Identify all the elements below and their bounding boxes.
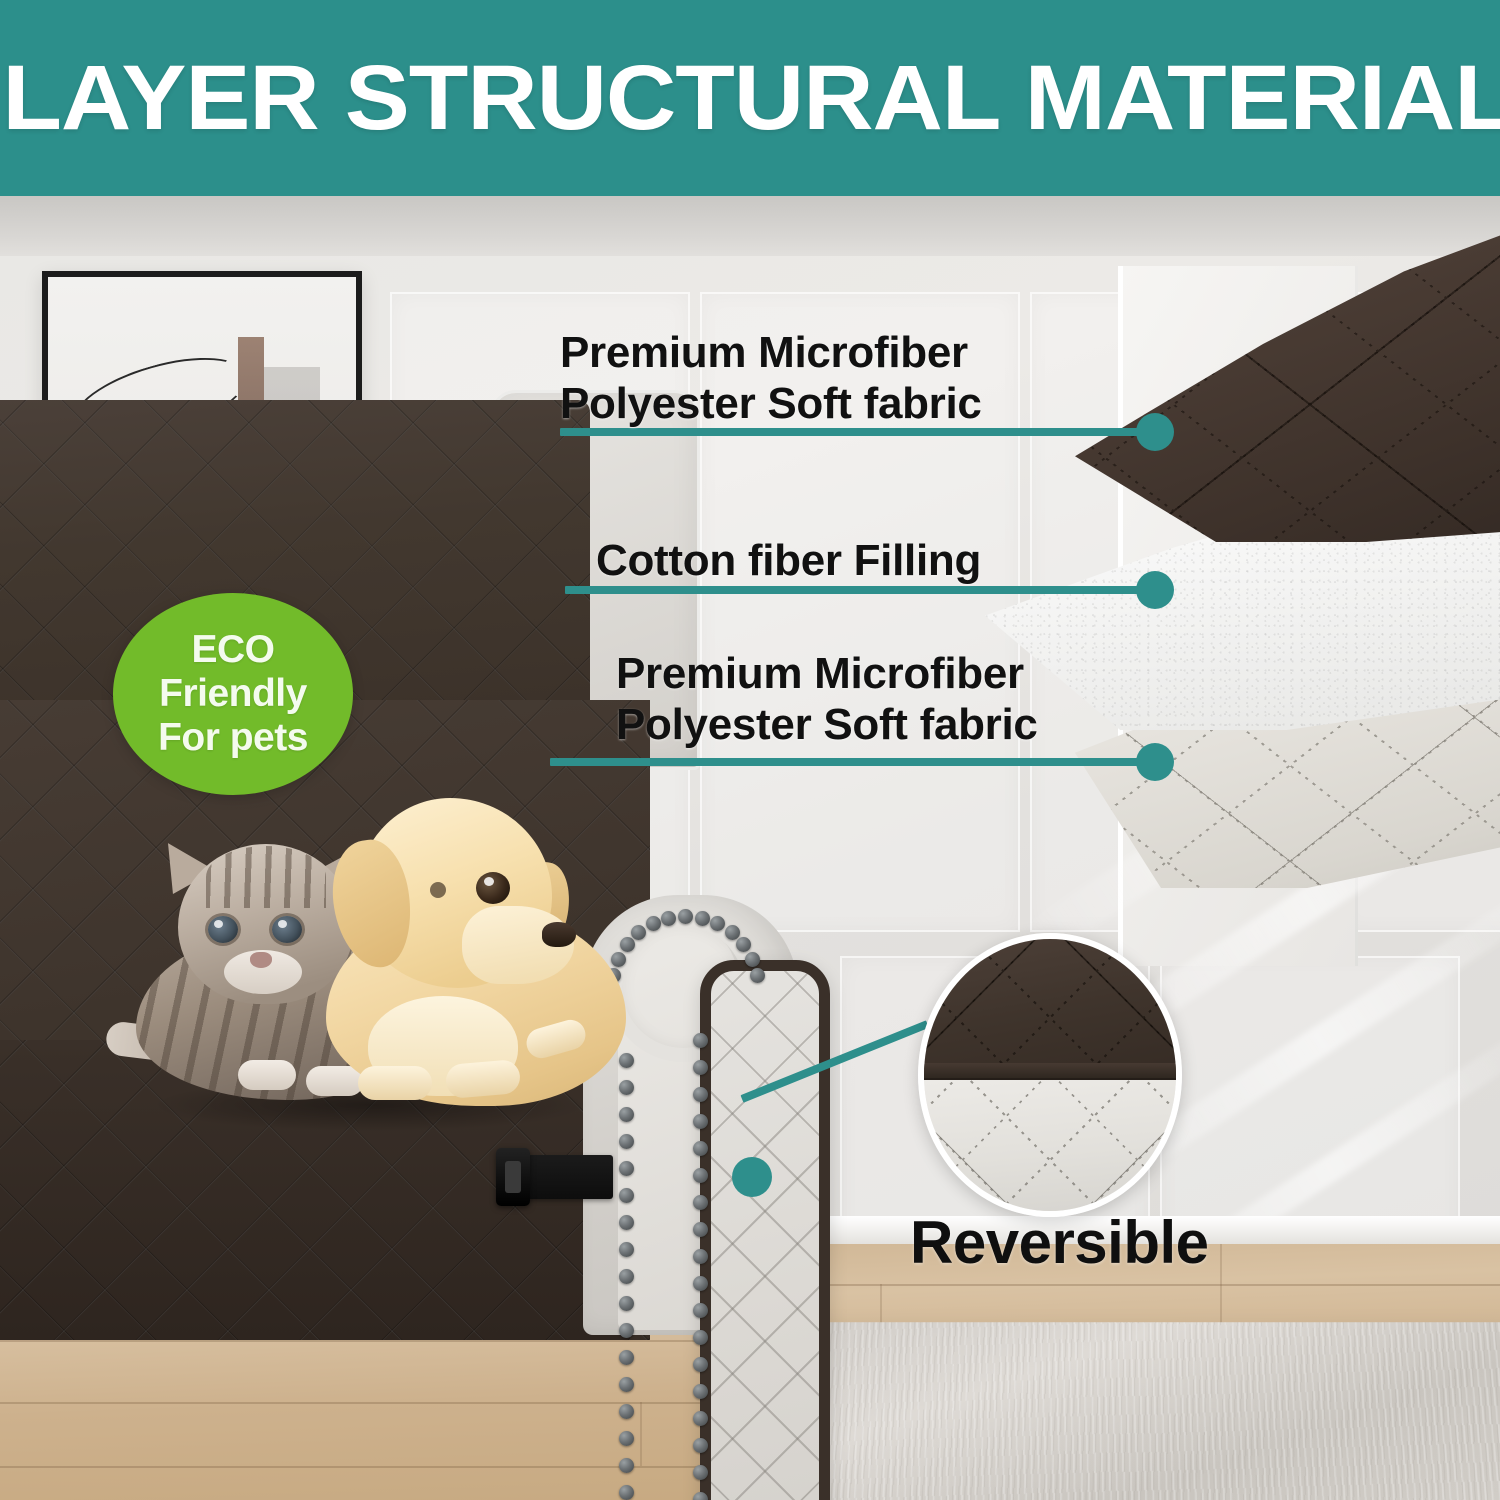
leader-dot-layer-3 [1136,743,1174,781]
nailhead-stud [619,1404,634,1419]
eco-badge-line-1: ECO [191,628,275,672]
eco-badge-line-2: Friendly [159,672,307,716]
nailhead-stud [610,951,626,967]
ceiling-edge [0,196,1500,266]
nailhead-stud [619,937,635,953]
nailhead-stud [619,1350,634,1365]
kitten-nose [250,952,272,968]
nailhead-stud [619,1188,634,1203]
leader-line-layer-2 [565,586,1160,594]
nailhead-stud [619,1242,634,1257]
callout-layer-1-label: Premium Microfiber Polyester Soft fabric [560,328,982,429]
header-banner: 3 LAYER STRUCTURAL MATERIALS [0,0,1500,196]
page-title: 3 LAYER STRUCTURAL MATERIALS [0,46,1500,149]
leader-line-layer-3 [550,758,1160,766]
nailhead-stud [693,1249,708,1264]
strap-buckle [496,1148,530,1206]
leader-line-layer-1 [560,428,1160,436]
nailhead-stud [724,925,740,941]
nailhead-stud [619,1161,634,1176]
nailhead-stud [619,1431,634,1446]
nailhead-stud [619,1215,634,1230]
nailhead-stud [619,1080,634,1095]
nailhead-stud [693,1141,708,1156]
reversible-leader-dot [732,1157,772,1197]
eco-friendly-badge: ECO Friendly For pets [113,593,353,795]
quilt-pattern [711,971,819,1500]
callout-layer-1: Premium Microfiber Polyester Soft fabric [560,327,982,430]
callout-layer-2-label: Cotton fiber Filling [596,536,982,585]
nailhead-stud [619,1053,634,1068]
puppy-eye [476,872,510,904]
leader-dot-layer-1 [1136,413,1174,451]
nailhead-stud [619,1323,634,1338]
reversible-hem [924,1062,1176,1081]
nailhead-stud [693,1492,708,1500]
puppy-paw [358,1066,432,1100]
nailhead-stud [661,910,677,926]
kitten-paw [238,1060,296,1090]
nailhead-stud [619,1134,634,1149]
nailhead-stud [693,1114,708,1129]
reversible-label: Reversible [910,1209,1209,1276]
puppy-nose [542,922,576,947]
nailhead-stud [619,1458,634,1473]
puppy-eye [430,882,446,898]
quilt-stitching [924,939,1176,1081]
nailhead-stud [693,1303,708,1318]
nailhead-stud [693,1033,708,1048]
nailhead-stud [710,916,726,932]
kitten-paw [306,1066,364,1096]
sofa-cover-arm-flap [700,960,830,1500]
callout-layer-3: Premium Microfiber Polyester Soft fabric [616,648,1038,751]
callout-layer-3-label: Premium Microfiber Polyester Soft fabric [616,649,1038,750]
nailhead-stud [693,1330,708,1345]
reversible-bottom-side [924,1080,1176,1211]
nailhead-stud [693,1060,708,1075]
quilt-stitching [924,1080,1176,1211]
nailhead-stud [645,916,661,932]
nailhead-stud [693,1384,708,1399]
nailhead-stud [693,1222,708,1237]
nailhead-stud [693,1168,708,1183]
nailhead-stud [631,925,647,941]
nailhead-stud [693,1465,708,1480]
callout-layer-2: Cotton fiber Filling [596,535,981,586]
kitten-fur-pattern [206,846,326,908]
kitten-eye [208,916,238,943]
nailhead-stud [745,951,761,967]
nailhead-stud [693,1411,708,1426]
nailhead-stud [619,1485,634,1500]
nailhead-stud [693,1276,708,1291]
nailhead-stud [736,937,752,953]
nailhead-stud [619,1107,634,1122]
nailhead-stud [693,1357,708,1372]
nailhead-stud [694,910,710,926]
pets-group [104,798,630,1140]
kitten-eye [272,916,302,943]
nailhead-stud [619,1296,634,1311]
nailhead-stud [619,1377,634,1392]
eco-badge-line-3: For pets [158,715,308,759]
leader-dot-layer-2 [1136,571,1174,609]
nailhead-stud [750,967,766,983]
area-rug [724,1322,1500,1500]
nailhead-stud [693,1195,708,1210]
reversible-detail-circle [918,933,1182,1217]
nailhead-stud [693,1438,708,1453]
reversible-top-side [924,939,1176,1081]
nailhead-stud [619,1269,634,1284]
nailhead-stud [693,1087,708,1102]
nailhead-stud [678,909,693,924]
